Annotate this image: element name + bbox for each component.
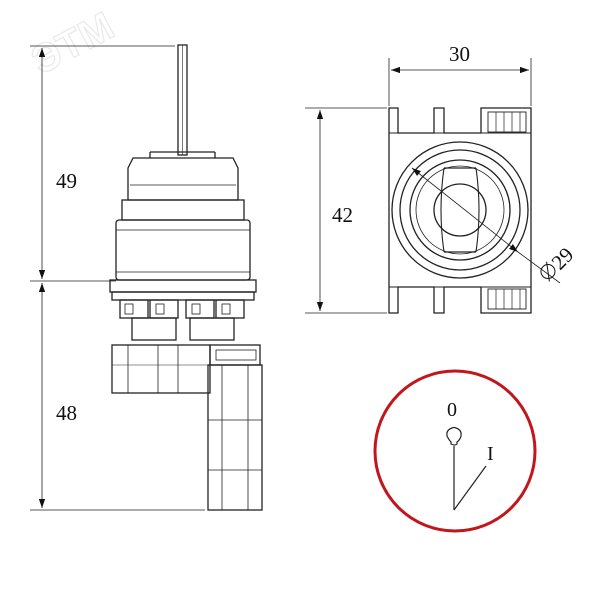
- front-view: [388, 107, 532, 314]
- side-view: [109, 44, 263, 511]
- main-body: [115, 219, 251, 281]
- contact-block-upper: [119, 299, 245, 341]
- mounting-ring: [109, 279, 257, 293]
- position-label-on: I: [487, 443, 494, 465]
- bezel: [121, 199, 245, 221]
- key-icon: [446, 426, 462, 446]
- dim-label-diameter-group: 29: [540, 243, 579, 282]
- dim-label-lower: 48: [56, 401, 77, 425]
- dim-label-height: 42: [332, 203, 353, 227]
- position-label-off: 0: [447, 399, 457, 421]
- front-dimensions: [305, 58, 561, 314]
- terminal-block: [207, 364, 263, 511]
- outer-ring: [391, 141, 529, 279]
- watermark-logo: ЭТМ: [24, 4, 121, 83]
- contact-block-lower: [111, 344, 263, 511]
- dim-label-upper: 49: [56, 169, 77, 193]
- side-dimensions: [30, 45, 205, 511]
- position-symbol-circle: [373, 369, 537, 533]
- position-symbol: [446, 426, 487, 511]
- dim-label-width: 30: [449, 42, 470, 66]
- cap-body: [127, 157, 239, 201]
- dim-label-diameter: 29: [547, 243, 579, 275]
- dim-line-diameter: [411, 167, 519, 253]
